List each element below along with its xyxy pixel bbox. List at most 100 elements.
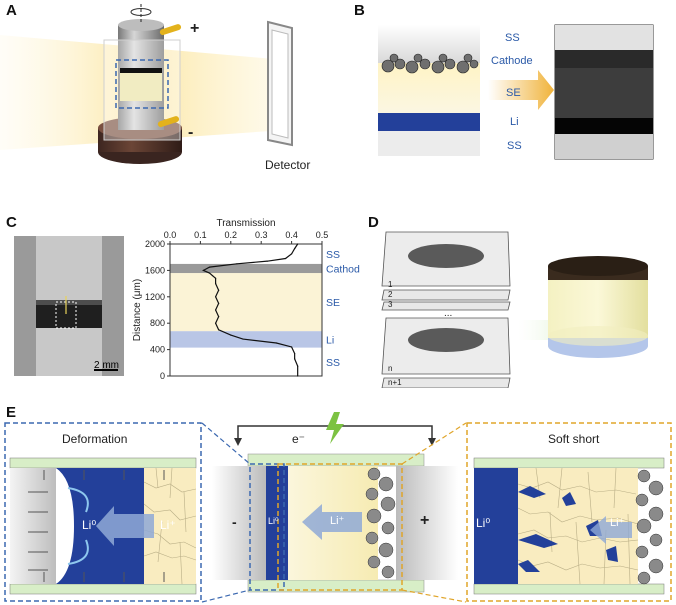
y-axis-label: Distance (μm) (132, 279, 143, 341)
series-point-10 (218, 316, 220, 318)
panel-a-illustration (0, 4, 293, 164)
series-point-18 (208, 272, 211, 274)
series-point-21 (236, 263, 238, 265)
x-tick-label-1: 0.1 (194, 230, 207, 240)
pressure-arrows (28, 470, 165, 582)
scale-bar-label: 2 mm (94, 360, 119, 371)
series-point-0 (297, 375, 299, 377)
b-label-se: SE (506, 87, 521, 99)
y-tick-label-3: 1200 (145, 292, 165, 302)
band-3 (170, 263, 322, 274)
band-0 (170, 347, 322, 376)
lithium-filaments (518, 486, 618, 572)
panel-a-plus: + (190, 20, 200, 37)
slice-label-n1: n+1 (388, 378, 402, 387)
band-4 (170, 244, 322, 264)
y-tick-label-5: 2000 (145, 239, 165, 249)
series-point-22 (266, 260, 268, 262)
lightning-icon (326, 412, 344, 444)
slice-stack (381, 231, 511, 388)
x-tick-label-5: 0.5 (316, 230, 329, 240)
series-point-8 (218, 329, 220, 331)
band-label-1: Li (326, 334, 334, 346)
panel-c-letter: C (6, 214, 17, 231)
series-point-23 (284, 257, 287, 260)
slice-ellipsis: ... (444, 308, 453, 319)
center-li-flow-arrow (302, 504, 362, 540)
slice-label-1: 1 (388, 280, 393, 289)
b-label-ss-top: SS (505, 32, 520, 44)
view-region-box (115, 59, 169, 109)
slice-label-n: n (388, 364, 393, 373)
series-point-6 (242, 338, 244, 340)
electron-label: e⁻ (292, 432, 306, 446)
x-tick-label-2: 0.2 (225, 230, 238, 240)
b-label-cathode: Cathode (491, 55, 533, 67)
chart-title: Transmission (216, 218, 275, 229)
series-point-14 (218, 289, 220, 291)
series-point-3 (294, 352, 296, 355)
deformation-title: Deformation (62, 432, 128, 446)
band-label-3: Cathode (326, 263, 360, 275)
rotation-arrow-icon (130, 8, 152, 16)
panel-d-illustration (381, 231, 648, 388)
soft-short-title: Soft short (548, 432, 600, 446)
short-liplus: Li⁺ (610, 517, 625, 529)
series-point-7 (230, 334, 232, 336)
y-tick-label-1: 400 (150, 345, 165, 355)
deform-liplus: Li⁺ (160, 518, 176, 532)
x-tick-label-3: 0.3 (255, 230, 268, 240)
deform-li0: Li⁰ (82, 518, 97, 532)
detector-label: Detector (265, 158, 311, 172)
short-li-flow-arrow (590, 516, 632, 544)
center-li0: Li⁰ (268, 516, 279, 526)
y-tick-label-2: 800 (150, 318, 165, 328)
plot-frame (169, 243, 323, 377)
series-point-9 (215, 322, 217, 324)
series-point-25 (294, 248, 296, 250)
series-point-20 (208, 266, 211, 268)
band-2 (170, 273, 322, 332)
series-point-26 (297, 243, 299, 245)
band-label-0: SS (326, 357, 340, 369)
series-point-17 (211, 275, 214, 277)
center-liplus: Li⁺ (330, 515, 345, 527)
series-point-13 (215, 296, 217, 298)
center-cell (212, 412, 458, 593)
cell-plus: + (420, 512, 430, 529)
cathode-particles (381, 53, 479, 74)
center-cathode-particles (365, 467, 396, 579)
y-tick-label-4: 1600 (145, 265, 165, 275)
panel-b-letter: B (354, 2, 365, 19)
deform-li-flow-arrow (96, 506, 154, 546)
series-point-12 (218, 302, 220, 304)
series-point-19 (202, 269, 205, 271)
x-tick-label-0: 0.0 (164, 230, 177, 240)
transform-arrow (488, 70, 554, 110)
panel-e-letter: E (6, 404, 17, 421)
b-label-ss-bottom: SS (507, 140, 522, 152)
series-point-16 (215, 277, 217, 279)
short-li0: Li⁰ (476, 516, 491, 530)
slice-label-2: 2 (388, 290, 393, 299)
panel-a-letter: A (6, 2, 17, 19)
series-point-24 (291, 253, 293, 255)
series-point-2 (294, 358, 296, 360)
x-tick-label-4: 0.4 (285, 230, 298, 240)
slice-label-3: 3 (388, 300, 393, 309)
panel-a-minus: - (188, 124, 194, 141)
series-point-4 (291, 346, 293, 348)
panel-c-radiograph (14, 236, 124, 376)
deformation-inset (4, 422, 202, 602)
y-tick-label-0: 0 (160, 371, 165, 381)
b-label-li: Li (510, 116, 519, 128)
soft-short-inset (466, 422, 672, 602)
band-label-4: SS (326, 249, 340, 261)
cell-minus: - (232, 514, 237, 530)
series-point-11 (215, 309, 217, 311)
band-label-2: SE (326, 297, 340, 309)
series-point-15 (215, 283, 217, 285)
panel-d-letter: D (368, 214, 379, 231)
transmission-chart: Transmission 0.0 0.1 0.2 0.3 0.4 0.5 0 400 800 120… (132, 218, 360, 381)
series-point-5 (275, 342, 277, 344)
